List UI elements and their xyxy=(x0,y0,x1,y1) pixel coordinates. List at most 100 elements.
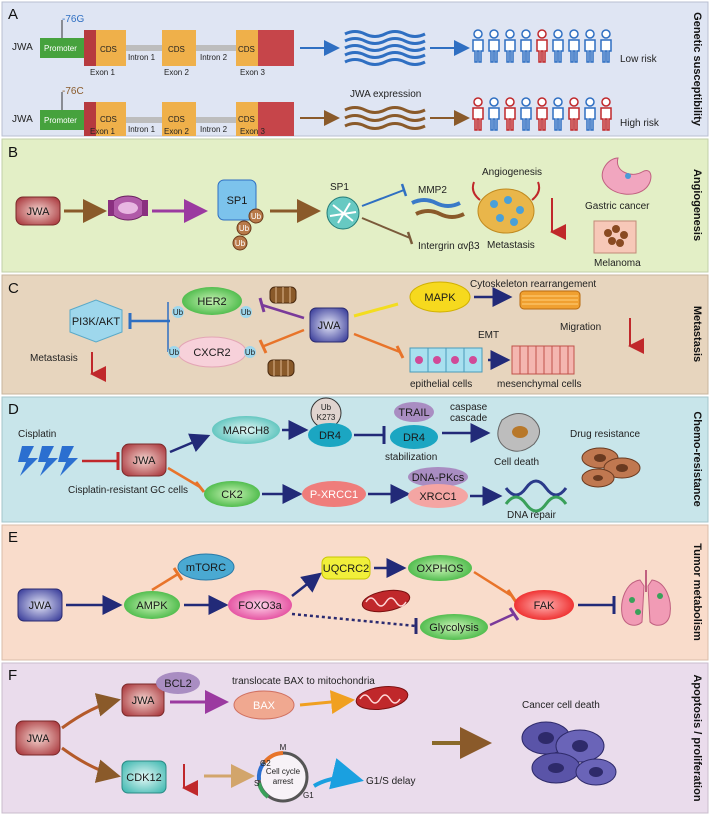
oxphos-node xyxy=(408,555,472,581)
cds-3-bottom: CDS xyxy=(238,115,255,124)
intron1-top xyxy=(126,45,162,51)
gastric-cancer-label: Gastric cancer xyxy=(585,201,650,212)
activate-c-mapk xyxy=(353,302,399,318)
panel-letter-f: F xyxy=(8,667,17,684)
phase-g2: G2 xyxy=(260,759,271,768)
cds-2-bottom: CDS xyxy=(168,115,185,124)
inhibit-e-mtorc xyxy=(151,572,179,592)
inhibit-c-emt xyxy=(353,332,401,354)
jwa-node-f xyxy=(15,720,61,756)
k273-label: K273 xyxy=(317,413,336,422)
high-risk-person-icon xyxy=(568,97,580,131)
exon3-top xyxy=(236,30,258,66)
exon3-bottom xyxy=(236,102,258,136)
promoter-box-bottom xyxy=(40,110,84,130)
intron1-label-bottom: Intron 1 xyxy=(128,125,156,134)
caspase-label-1: caspase xyxy=(450,402,488,413)
jwa-node-c xyxy=(309,307,349,343)
ub-c-3: Ub xyxy=(169,348,180,357)
intron2-label-top: Intron 2 xyxy=(200,53,228,62)
dnapk-label: DNA-PKcs xyxy=(412,472,465,484)
translocate-label: translocate BAX to mitochondria xyxy=(232,676,375,687)
inhibit-b-mmp2 xyxy=(361,189,405,207)
dna-icon xyxy=(504,479,568,513)
sp1-degraded-label: SP1 xyxy=(330,182,349,193)
exon2-label-top: Exon 2 xyxy=(164,68,189,77)
inhibit-e-glycolysis xyxy=(291,612,417,628)
low-risk-label: Low risk xyxy=(620,54,658,65)
inhibit-b-integrin xyxy=(361,217,411,239)
ck2-node xyxy=(204,481,260,507)
ub-c-1: Ub xyxy=(173,308,184,317)
proteasome-icon-c1 xyxy=(269,286,297,304)
jwa-node-e-label: JWA xyxy=(29,600,52,612)
ub-d-label: Ub xyxy=(321,403,332,412)
dr4-node-1 xyxy=(308,423,352,447)
metastasis-b-label: Metastasis xyxy=(487,240,535,251)
low-risk-person-icon xyxy=(472,29,484,63)
arrow-f-jwa2 xyxy=(61,693,121,730)
mtorc-node xyxy=(177,553,235,581)
bcl2-label: BCL2 xyxy=(164,678,192,690)
jwa-node-b-label: JWA xyxy=(27,206,50,218)
side-label-metastasis: Metastasis xyxy=(691,306,703,362)
low-risk-person-icon xyxy=(520,29,532,63)
ampk-node xyxy=(124,591,180,619)
low-risk-person-icon xyxy=(600,29,612,63)
panel-a-gene-row-top: JWA -76G Promoter CDS CDS CDS Exon 1 Int… xyxy=(12,14,294,77)
intron1-label-top: Intron 1 xyxy=(128,53,156,62)
march8-label: MARCH8 xyxy=(223,425,269,437)
resistant-gc-label: Cisplatin-resistant GC cells xyxy=(68,485,188,496)
cdk12-label: CDK12 xyxy=(126,772,161,784)
promoter-label-top: Promoter xyxy=(44,44,77,53)
cds-1-bottom: CDS xyxy=(100,115,117,124)
cell-cycle-icon xyxy=(256,751,309,803)
low-risk-person-icon xyxy=(504,29,516,63)
sp1-node-b xyxy=(217,179,257,221)
jwa-node-e xyxy=(17,588,63,622)
high-risk-label: High risk xyxy=(620,118,660,129)
sp1-degraded-icon xyxy=(326,196,360,230)
panel-letter-d: D xyxy=(8,401,19,418)
high-risk-person-icon xyxy=(520,97,532,131)
march8-node xyxy=(212,416,280,444)
arrest-label-1: Cell cycle xyxy=(266,767,301,776)
epithelial-label: epithelial cells xyxy=(410,379,472,390)
cell-death-d-label: Cell death xyxy=(494,457,539,468)
emt-label: EMT xyxy=(478,330,499,341)
phase-m: M xyxy=(280,743,287,752)
cdk12-node xyxy=(121,760,167,794)
resistant-cells-icon xyxy=(581,447,641,488)
trail-label: TRAIL xyxy=(398,407,429,419)
high-risk-person-icon xyxy=(488,97,500,131)
tumor-angiogenesis-icon xyxy=(471,181,541,234)
melanoma-label: Melanoma xyxy=(594,258,641,269)
gene-label-bottom: JWA xyxy=(12,114,33,125)
glycolysis-label: Glycolysis xyxy=(429,622,479,634)
sp1-node-b-label: SP1 xyxy=(227,195,248,207)
caspase-label-2: cascade xyxy=(450,413,488,424)
jwa-node-c-label: JWA xyxy=(318,320,341,332)
side-label-apoptosis: Apoptosis / proliferation xyxy=(691,674,703,801)
exon2-bottom xyxy=(162,102,196,136)
arrow-d-march8 xyxy=(169,433,211,454)
uqcrc2-node xyxy=(321,556,371,580)
high-risk-person-icon xyxy=(600,97,612,131)
stabilization-label: stabilization xyxy=(385,452,437,463)
her2-label: HER2 xyxy=(197,296,226,308)
exon3-red-top xyxy=(258,30,294,66)
low-risk-person-icon xyxy=(584,29,596,63)
her2-node xyxy=(182,287,242,315)
jwa2-node-f xyxy=(121,683,165,717)
people-low-risk xyxy=(472,29,612,63)
inhibit-c-her2 xyxy=(261,303,305,320)
high-risk-person-icon xyxy=(584,97,596,131)
dr4-node-2 xyxy=(390,425,438,449)
cisplatin-label: Cisplatin xyxy=(18,429,56,440)
exon1-label-bottom: Exon 1 xyxy=(90,127,115,136)
cds-1-top: CDS xyxy=(100,45,117,54)
snp-bottom: -76C xyxy=(62,86,84,97)
exon2-label-bottom: Exon 2 xyxy=(164,127,189,136)
g1s-delay-label: G1/S delay xyxy=(366,776,415,787)
exon1-red-top xyxy=(84,30,96,66)
